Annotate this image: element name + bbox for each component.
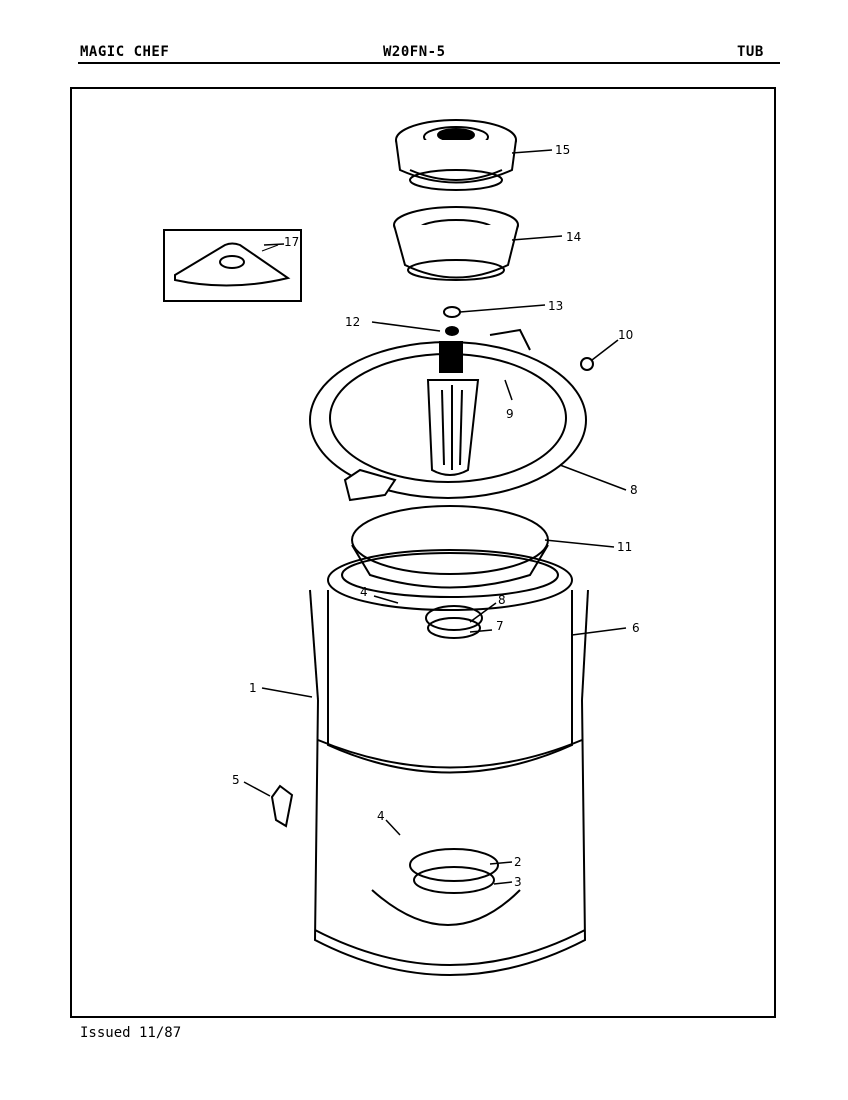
callout-5: 5 [232, 773, 240, 787]
part-10-agitator [426, 341, 480, 476]
callout-8: 8 [498, 593, 506, 607]
part-11-clip [580, 357, 594, 371]
callout-16: 15 [555, 143, 570, 157]
part-1-outer-tub [309, 589, 589, 976]
part-12-splash-guard [351, 505, 549, 589]
leader-lines [243, 149, 627, 885]
callout-1: 1 [249, 681, 257, 695]
part-5-label [270, 784, 294, 828]
part-15-cap-ring [393, 206, 519, 281]
part-13-bolt [443, 306, 461, 336]
callout-9: 8 [630, 483, 638, 497]
callout-17: 17 [284, 235, 299, 249]
callout-4-upper: 4 [360, 585, 368, 599]
callout-7: 7 [496, 619, 504, 633]
part-16-agitator-cap [395, 119, 517, 191]
callout-4-lower: 4 [377, 809, 385, 823]
brand-label: MAGIC CHEF [80, 44, 170, 60]
callout-11: 10 [618, 328, 633, 342]
callout-10: 9 [506, 407, 514, 421]
section-title: TUB [737, 44, 764, 60]
callout-14: 12 [345, 315, 360, 329]
issued-date: Issued 11/87 [80, 1025, 182, 1041]
model-number: W20FN-5 [383, 44, 446, 60]
part-6-spin-basket [327, 549, 573, 774]
callout-12: 11 [617, 540, 632, 554]
callout-labels: 15 14 13 12 10 9 8 11 6 8 7 4 1 5 4 2 3 … [232, 143, 640, 889]
callout-2: 2 [514, 855, 522, 869]
callout-13: 13 [548, 299, 563, 313]
header-rule [78, 62, 780, 64]
part-17-inset [163, 229, 302, 302]
callout-3: 3 [514, 875, 522, 889]
callout-6: 6 [632, 621, 640, 635]
diagram-frame [70, 87, 776, 1018]
callout-15: 14 [566, 230, 581, 244]
